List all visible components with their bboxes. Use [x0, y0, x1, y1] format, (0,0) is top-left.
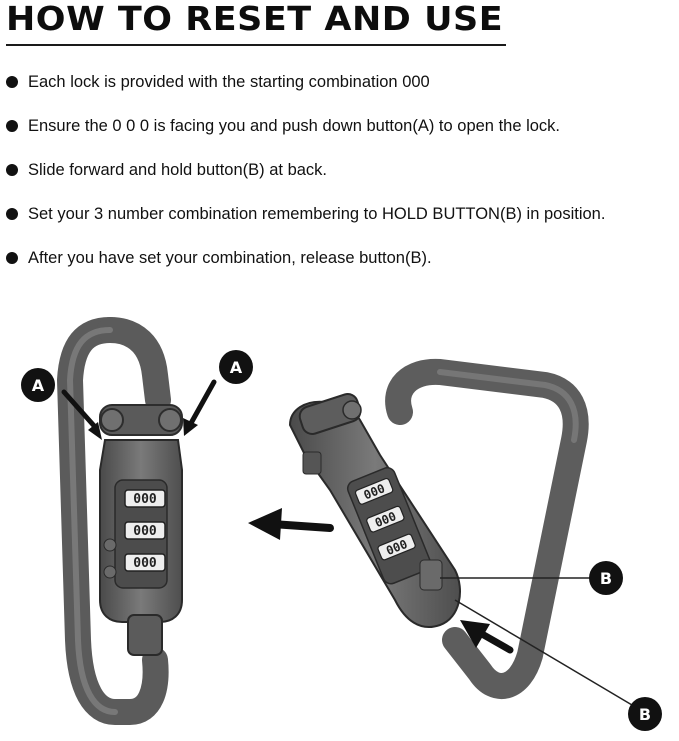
instruction-item: Ensure the 0 0 0 is facing you and push … — [6, 116, 560, 136]
callout-label: A — [230, 358, 243, 377]
left-carabiner — [56, 317, 171, 725]
right-lock-body: 000 000 000 — [288, 393, 461, 628]
callout-a-left: A — [21, 368, 102, 440]
title-underline — [6, 44, 506, 46]
dial-reading: 000 — [133, 492, 157, 507]
bullet-icon — [6, 164, 18, 176]
bullet-icon — [6, 120, 18, 132]
instruction-item: After you have set your combination, rel… — [6, 248, 432, 268]
bullet-icon — [6, 208, 18, 220]
callout-b-lower: B — [454, 599, 662, 731]
lock-illustration: 000 000 000 A A 000 — [21, 317, 662, 731]
direction-arrow — [248, 508, 334, 540]
instruction-text: Each lock is provided with the starting … — [28, 73, 430, 91]
dial-reading: 000 — [133, 556, 157, 571]
page-title: HOW TO RESET AND USE — [6, 0, 504, 38]
callout-label: A — [32, 376, 45, 395]
instruction-text: Ensure the 0 0 0 is facing you and push … — [28, 117, 561, 135]
left-lock-body: 000 000 000 — [99, 404, 183, 656]
bullet-icon — [6, 252, 18, 264]
right-carabiner — [385, 358, 589, 699]
callout-label: B — [600, 569, 612, 588]
instruction-text: After you have set your combination, rel… — [28, 249, 432, 267]
instruction-text: Set your 3 number combination rememberin… — [28, 205, 606, 223]
instruction-item: Each lock is provided with the starting … — [6, 72, 430, 92]
instruction-item: Set your 3 number combination rememberin… — [6, 204, 605, 224]
instruction-text: Slide forward and hold button(B) at back… — [28, 161, 328, 179]
push-arrow — [460, 620, 514, 654]
callout-b-upper: B — [440, 561, 623, 595]
callout-label: B — [639, 705, 651, 724]
callout-a-right: A — [183, 350, 253, 436]
dial-reading: 000 — [133, 524, 157, 539]
instruction-item: Slide forward and hold button(B) at back… — [6, 160, 327, 180]
bullet-icon — [6, 76, 18, 88]
